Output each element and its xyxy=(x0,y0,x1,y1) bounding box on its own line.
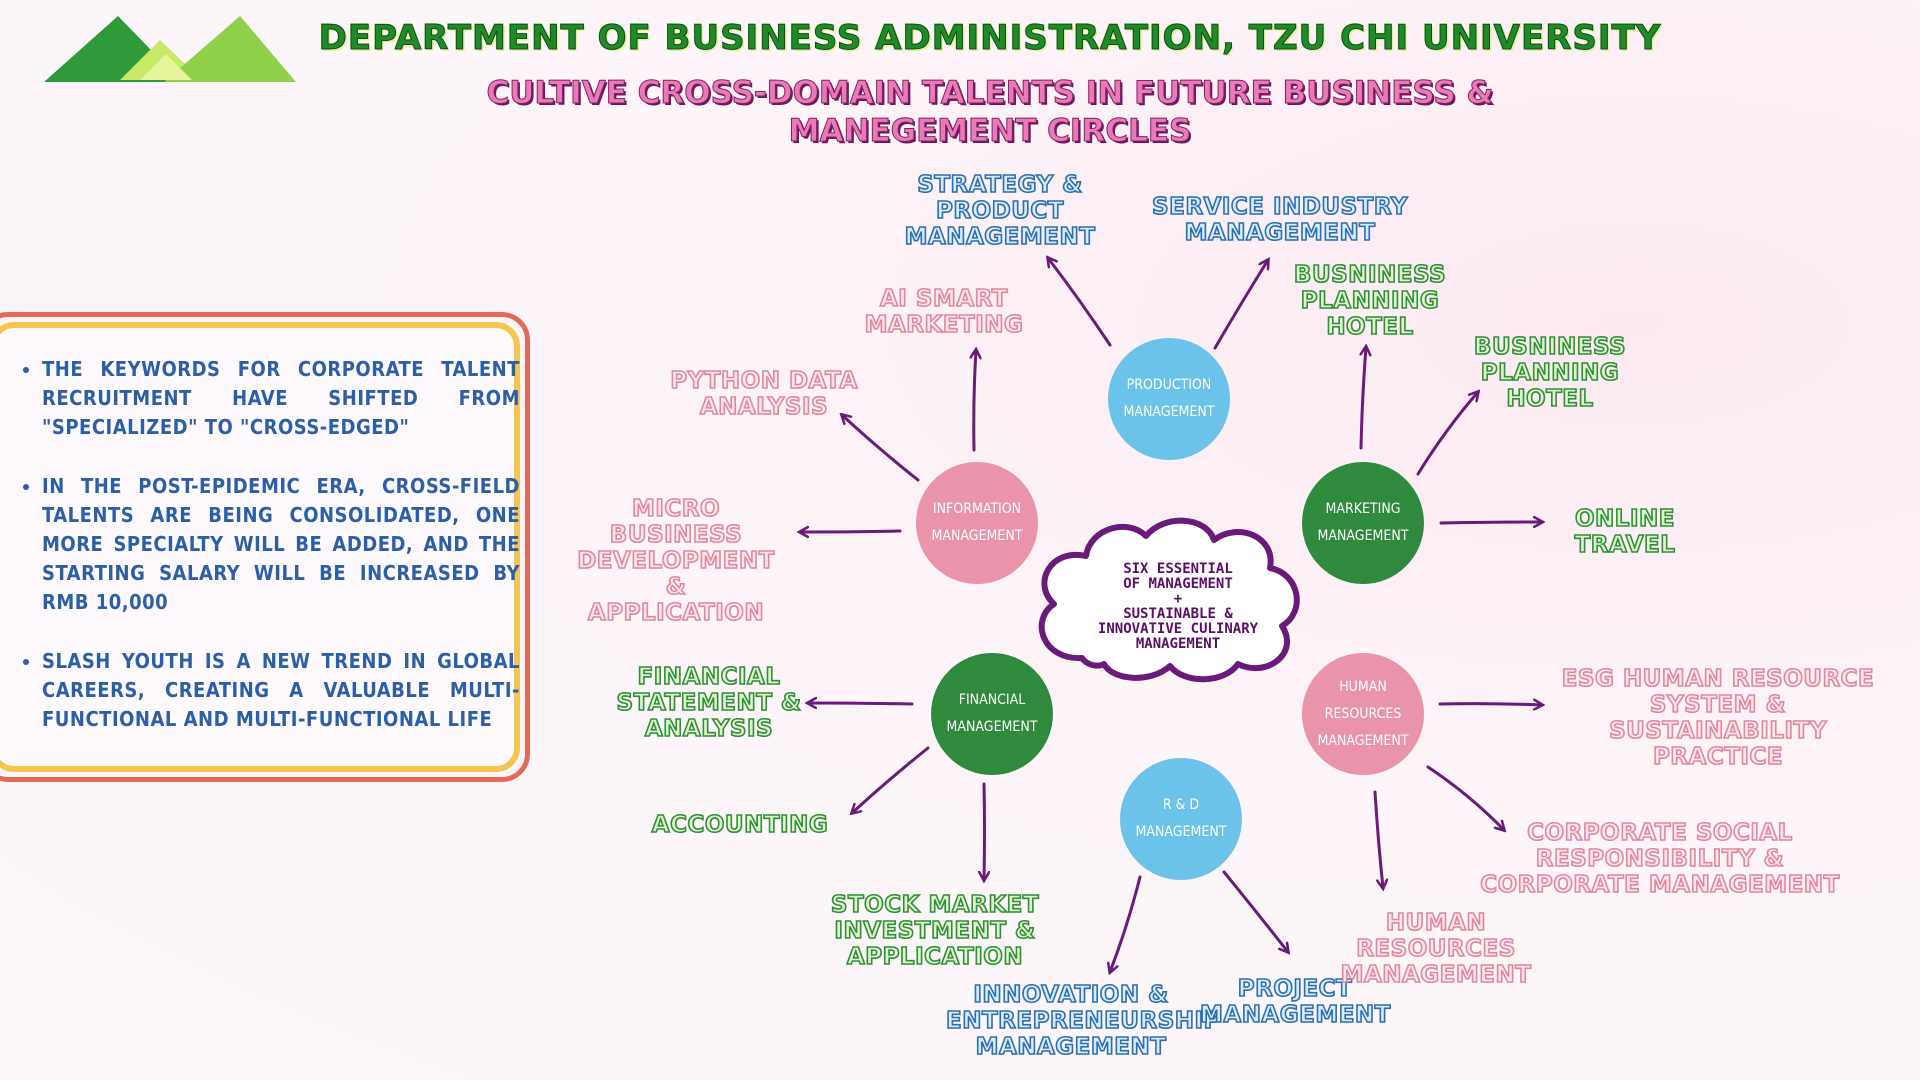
node-human-resources-management: HUMAN RESOURCES MANAGEMENT xyxy=(1302,653,1424,775)
arrow-production-service xyxy=(1213,260,1268,350)
arrow-rd-innovation xyxy=(1110,875,1142,972)
info-panel xyxy=(0,322,520,772)
bullet-item: SLASH YOUTH IS A NEW TREND IN GLOBAL CAR… xyxy=(42,647,520,734)
node-rd-management: R & D MANAGEMENT xyxy=(1120,758,1242,880)
page-title: DEPARTMENT OF BUSINESS ADMINISTRATION, T… xyxy=(318,18,1662,59)
arrow-financial-stock xyxy=(984,782,985,880)
label-accounting: ACCOUNTING xyxy=(651,811,829,839)
arrow-hr-hrm xyxy=(1373,790,1383,888)
arrow-marketing-plan2 xyxy=(1416,392,1478,476)
node-information-management: INFORMATION MANAGEMENT xyxy=(916,462,1038,584)
arrow-marketing-online xyxy=(1439,522,1542,523)
central-cloud xyxy=(1038,517,1300,683)
arrow-marketing-plan1 xyxy=(1361,347,1366,450)
info-bullet-list: THE KEYWORDS FOR CORPORATE TALENT RECRUI… xyxy=(20,355,520,764)
arrow-hr-esg xyxy=(1438,704,1542,705)
bullet-item: THE KEYWORDS FOR CORPORATE TALENT RECRUI… xyxy=(42,355,520,442)
arrow-hr-csr xyxy=(1426,765,1504,830)
arrow-info-python xyxy=(842,415,920,482)
info-panel-outer-border xyxy=(0,312,530,782)
central-topic: SIX ESSENTIAL OF MANAGEMENT + SUSTAINABL… xyxy=(1097,561,1259,652)
arrow-info-ai xyxy=(974,350,976,452)
node-financial-management: FINANCIAL MANAGEMENT xyxy=(931,653,1053,775)
bullet-item: IN THE POST-EPIDEMIC ERA, CROSS-FIELD TA… xyxy=(42,472,520,617)
node-production-management: PRODUCTION MANAGEMENT xyxy=(1108,338,1230,460)
arrow-financial-statement xyxy=(808,703,914,704)
mountains-logo xyxy=(44,16,296,82)
arrow-rd-project xyxy=(1222,870,1288,952)
node-marketing-management: MARKETING MANAGEMENT xyxy=(1302,462,1424,584)
arrow-production-strategy xyxy=(1048,258,1112,347)
arrow-info-micro xyxy=(800,531,902,532)
page-subtitle: CULTIVE CROSS-DOMAIN TALENTS IN FUTURE B… xyxy=(486,75,1494,150)
arrow-financial-accounting xyxy=(852,746,930,813)
